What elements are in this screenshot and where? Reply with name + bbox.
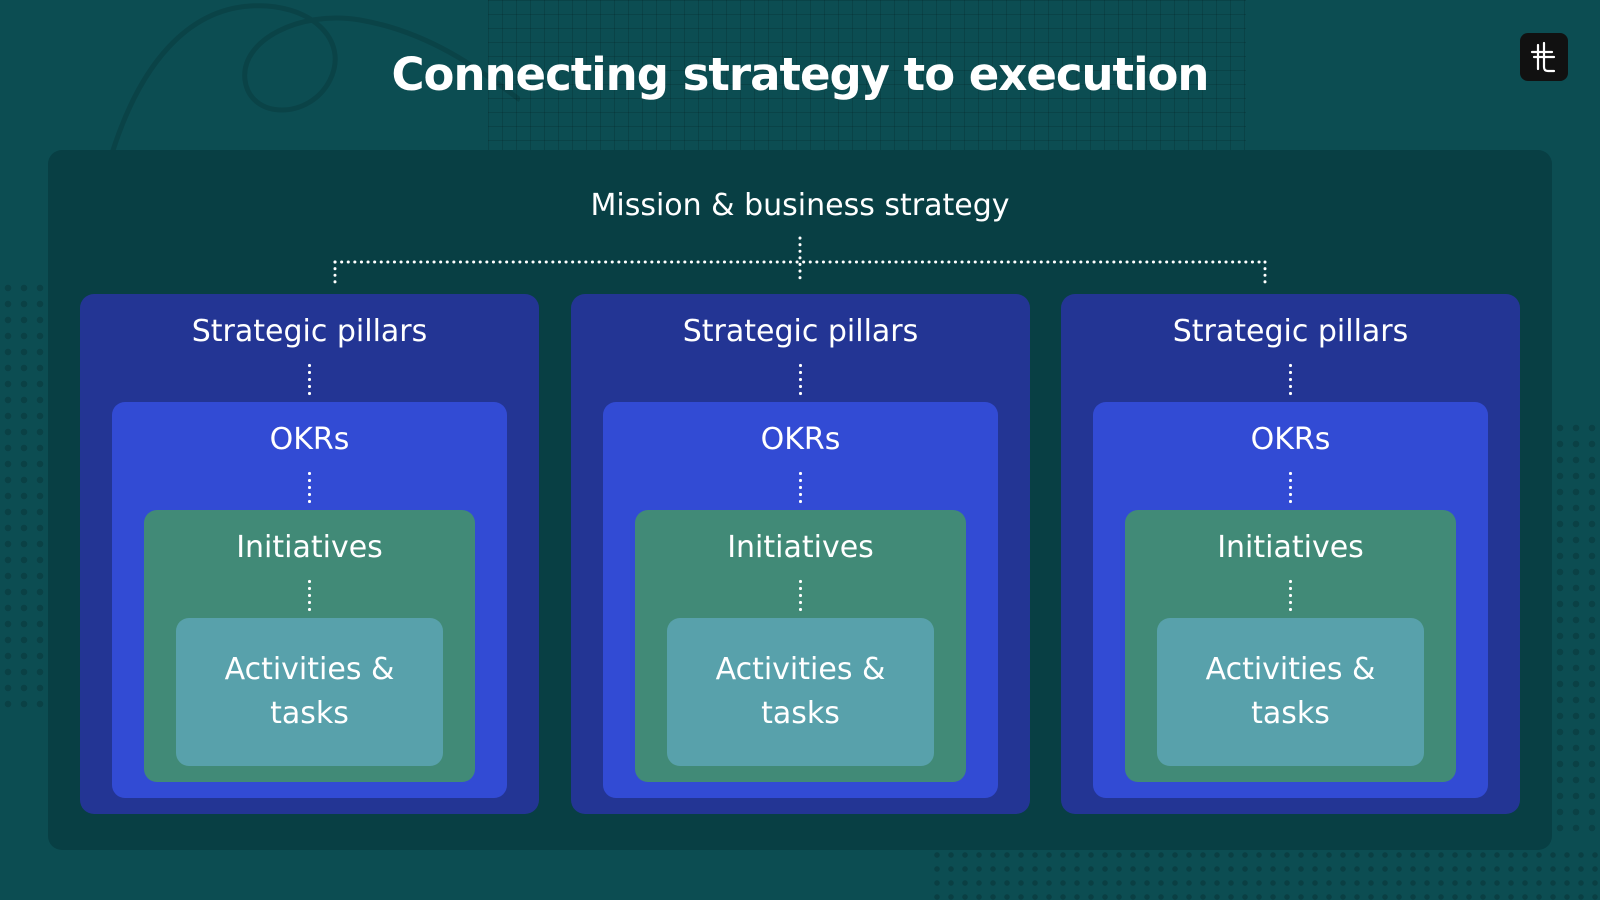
- initiative-box: Initiatives Activities & tasks: [144, 510, 475, 782]
- mission-strategy-label: Mission & business strategy: [590, 188, 1010, 223]
- okr-label: OKRs: [269, 422, 350, 457]
- initiative-label: Initiatives: [1217, 530, 1364, 565]
- background-grid-pattern: [488, 0, 1246, 152]
- activity-label: Activities & tasks: [1205, 652, 1376, 731]
- background-dots-right: [1552, 420, 1600, 840]
- okr-to-initiative-connector: [799, 470, 802, 504]
- initiative-to-activity-connector: [308, 578, 311, 612]
- pillar-to-okr-connector: [308, 362, 311, 396]
- okr-box: OKRs Initiatives Activities & tasks: [112, 402, 507, 798]
- pillar-to-okr-connector: [799, 362, 802, 396]
- activity-label: Activities & tasks: [224, 652, 395, 731]
- activity-label: Activities & tasks: [715, 652, 886, 731]
- initiative-box: Initiatives Activities & tasks: [635, 510, 966, 782]
- okr-to-initiative-connector: [1289, 470, 1292, 504]
- okr-label: OKRs: [760, 422, 841, 457]
- initiative-to-activity-connector: [799, 578, 802, 612]
- strategic-pillar-label: Strategic pillars: [191, 314, 428, 349]
- strategic-pillar-label: Strategic pillars: [682, 314, 919, 349]
- strategic-pillar-box: Strategic pillars OKRs Initiatives Activ…: [80, 294, 539, 814]
- strategic-pillar-label: Strategic pillars: [1172, 314, 1409, 349]
- okr-box: OKRs Initiatives Activities & tasks: [1093, 402, 1488, 798]
- initiative-label: Initiatives: [236, 530, 383, 565]
- initiative-label: Initiatives: [727, 530, 874, 565]
- background-swirl-decoration: [107, 3, 520, 160]
- okr-box: OKRs Initiatives Activities & tasks: [603, 402, 998, 798]
- strategic-pillar-box: Strategic pillars OKRs Initiatives Activ…: [571, 294, 1030, 814]
- brand-logo-icon[interactable]: [1520, 33, 1568, 81]
- initiative-box: Initiatives Activities & tasks: [1125, 510, 1456, 782]
- strategic-pillar-box: Strategic pillars OKRs Initiatives Activ…: [1061, 294, 1520, 814]
- page-title: Connecting strategy to execution: [391, 48, 1210, 101]
- background-dots-bottom: [930, 848, 1600, 900]
- initiative-to-activity-connector: [1289, 578, 1292, 612]
- activity-box: Activities & tasks: [1157, 618, 1424, 766]
- activity-box: Activities & tasks: [176, 618, 443, 766]
- okr-label: OKRs: [1250, 422, 1331, 457]
- okr-to-initiative-connector: [308, 470, 311, 504]
- pillar-to-okr-connector: [1289, 362, 1292, 396]
- activity-box: Activities & tasks: [667, 618, 934, 766]
